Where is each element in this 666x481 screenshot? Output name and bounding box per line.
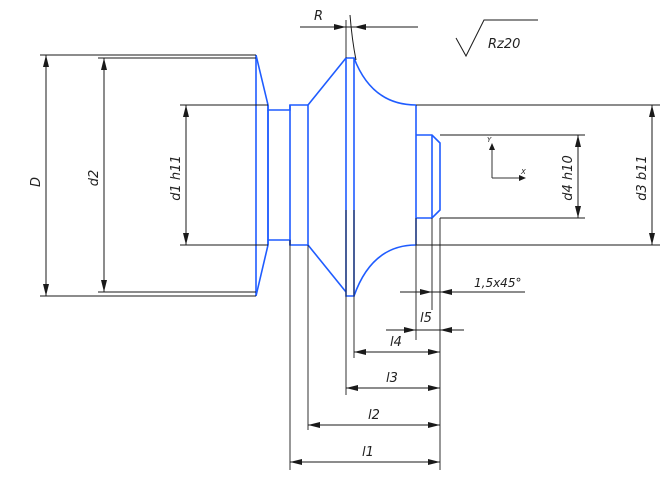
dimension-lines bbox=[43, 14, 655, 465]
label-l3: l3 bbox=[386, 371, 398, 386]
label-chamfer: 1,5x45° bbox=[474, 276, 521, 290]
groove-left-bottom bbox=[267, 239, 308, 246]
collar bbox=[345, 57, 355, 297]
label-l2: l2 bbox=[368, 408, 380, 423]
part-outline bbox=[255, 54, 441, 297]
roughness-symbol bbox=[455, 19, 538, 58]
extension-lines bbox=[40, 20, 660, 470]
left-flange bbox=[255, 54, 269, 297]
cone-bottom bbox=[307, 244, 347, 293]
dim-R-arc bbox=[349, 14, 357, 61]
fillet-bottom bbox=[353, 244, 417, 297]
dimension-labels: D d2 d1 h11 d4 h10 d3 b11 R Rz20 1,5x45°… bbox=[29, 9, 650, 460]
label-R: R bbox=[314, 9, 323, 24]
label-axis-y: Y bbox=[487, 136, 492, 144]
label-l1: l1 bbox=[362, 445, 374, 460]
label-l4: l4 bbox=[390, 335, 402, 350]
label-axis-x: X bbox=[520, 168, 526, 176]
fillet-top bbox=[353, 57, 417, 106]
label-l5: l5 bbox=[420, 311, 432, 326]
cone-top bbox=[307, 57, 347, 106]
label-d1: d1 h11 bbox=[169, 155, 184, 200]
label-D: D bbox=[29, 177, 44, 187]
label-d4: d4 h10 bbox=[561, 155, 576, 200]
journal-d4 bbox=[416, 134, 441, 219]
label-roughness: Rz20 bbox=[488, 37, 520, 52]
groove-left bbox=[267, 104, 308, 111]
axis-indicator bbox=[489, 143, 526, 181]
label-d2: d2 bbox=[87, 170, 102, 187]
label-d3: d3 b11 bbox=[635, 155, 650, 200]
